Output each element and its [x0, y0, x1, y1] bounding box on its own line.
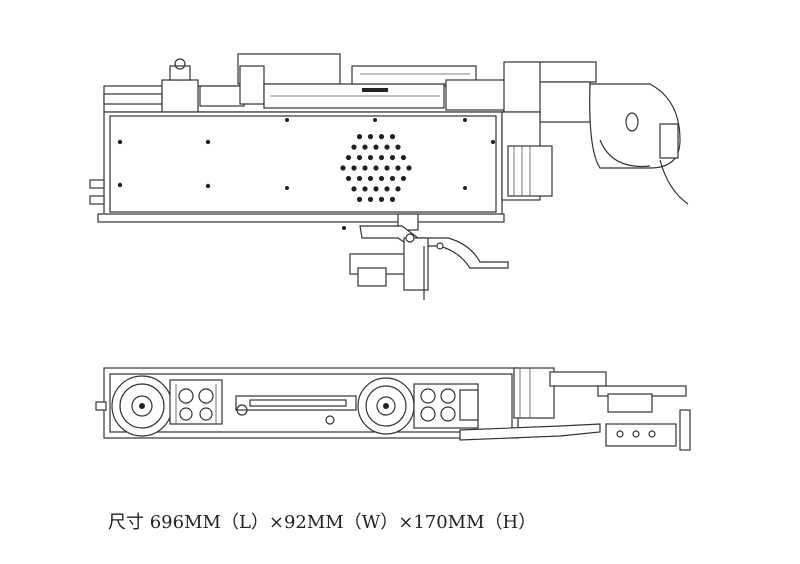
vent-hole: [389, 134, 396, 140]
vent-hole: [378, 154, 385, 161]
vent-hole: [362, 165, 368, 171]
vent-hole: [389, 196, 396, 202]
vent-hole: [384, 186, 390, 192]
vent-hole: [367, 196, 374, 202]
dimension-caption: 尺寸 696MM（L）×92MM（W）×170MM（H）: [108, 512, 536, 533]
vent-hole: [389, 154, 396, 161]
vent-hole: [389, 175, 396, 182]
vent-hole: [351, 165, 357, 171]
vent-hole: [362, 144, 368, 150]
vent-hole: [378, 134, 385, 140]
vent-hole: [373, 186, 379, 192]
vent-hole: [395, 186, 401, 192]
vent-hole: [367, 175, 374, 182]
vent-hole: [351, 144, 357, 150]
vent-hole: [384, 144, 390, 150]
vent-hole-pattern: [340, 134, 412, 202]
vent-hole: [345, 175, 352, 182]
vent-hole: [373, 165, 379, 171]
vent-hole: [356, 134, 363, 140]
vent-hole: [351, 186, 357, 192]
vent-hole: [378, 175, 385, 182]
vent-hole: [406, 165, 412, 171]
vent-hole: [373, 144, 379, 150]
vent-hole: [400, 154, 407, 161]
vent-hole: [384, 165, 390, 171]
vent-hole: [367, 134, 374, 140]
vent-hole: [356, 154, 363, 161]
vent-hole: [356, 196, 363, 202]
vent-hole: [378, 196, 385, 202]
top-view: [95, 367, 691, 451]
vent-hole: [395, 144, 401, 150]
vent-hole: [340, 165, 346, 171]
vent-hole: [367, 154, 374, 161]
vent-hole: [362, 186, 368, 192]
vent-hole: [356, 175, 363, 182]
vent-hole: [345, 154, 352, 161]
vent-hole: [395, 165, 401, 171]
vent-hole: [400, 175, 407, 182]
side-view: [89, 53, 689, 300]
